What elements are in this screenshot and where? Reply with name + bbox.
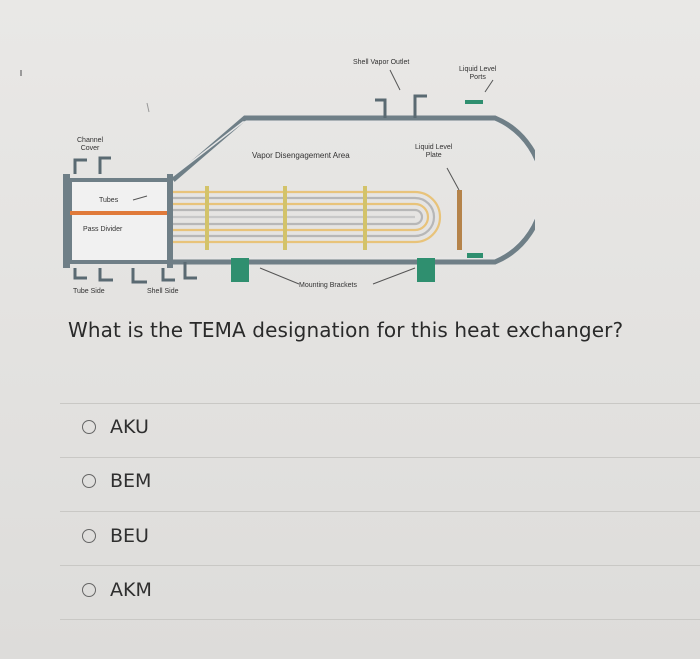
label-tubes: Tubes bbox=[99, 197, 119, 204]
label-shell-side: Shell Side bbox=[147, 288, 179, 295]
mounting-bracket-right bbox=[417, 258, 435, 282]
option-label: BEU bbox=[110, 525, 149, 547]
radio-button[interactable] bbox=[82, 474, 96, 488]
option-bem[interactable]: BEM bbox=[82, 470, 151, 492]
u-tube-bundle bbox=[173, 190, 442, 244]
divider bbox=[60, 565, 700, 566]
radio-button[interactable] bbox=[82, 583, 96, 597]
option-akm[interactable]: AKM bbox=[82, 579, 152, 601]
radio-button[interactable] bbox=[82, 529, 96, 543]
option-aku[interactable]: AKU bbox=[82, 416, 149, 438]
shell-vapor-outlet-nozzle bbox=[375, 94, 427, 118]
channel-nozzles bbox=[73, 156, 113, 282]
mounting-bracket-left bbox=[231, 258, 249, 282]
channel-body bbox=[68, 178, 172, 264]
label-mounting-brackets: Mounting Brackets bbox=[299, 282, 357, 289]
shell-outline bbox=[171, 115, 546, 265]
label-channel-cover: Channel Cover bbox=[77, 137, 104, 152]
tube-sheet bbox=[167, 174, 173, 268]
liquid-level-plate bbox=[457, 190, 462, 250]
shell-outline-inner bbox=[172, 121, 541, 259]
label-liquid-level-plate: Liquid Level Plate bbox=[415, 144, 453, 159]
label-pass-divider: Pass Divider bbox=[83, 226, 123, 233]
divider bbox=[60, 457, 700, 458]
option-label: AKU bbox=[110, 416, 149, 438]
shell-nozzles-bottom bbox=[131, 262, 197, 284]
label-shell-vapor-outlet: Shell Vapor Outlet bbox=[353, 59, 410, 66]
option-label: AKM bbox=[110, 579, 152, 601]
question-text: What is the TEMA designation for this he… bbox=[68, 318, 624, 342]
heat-exchanger-drawing bbox=[63, 69, 546, 285]
divider bbox=[60, 511, 700, 512]
edge-mark bbox=[20, 70, 22, 76]
heat-exchanger-diagram: Shell Vapor Outlet Liquid Level Ports Ch… bbox=[55, 40, 546, 300]
option-beu[interactable]: BEU bbox=[82, 525, 149, 547]
divider bbox=[60, 403, 700, 404]
label-vapor-disengagement-area: Vapor Disengagement Area bbox=[252, 151, 350, 160]
label-liquid-level-ports: Liquid Level Ports bbox=[459, 66, 497, 81]
option-label: BEM bbox=[110, 470, 152, 492]
radio-button[interactable] bbox=[82, 420, 96, 434]
divider bbox=[60, 619, 700, 620]
channel-cover bbox=[63, 174, 70, 268]
liquid-level-port bbox=[465, 100, 483, 104]
label-tube-side: Tube Side bbox=[73, 288, 105, 295]
baffles bbox=[205, 186, 367, 250]
